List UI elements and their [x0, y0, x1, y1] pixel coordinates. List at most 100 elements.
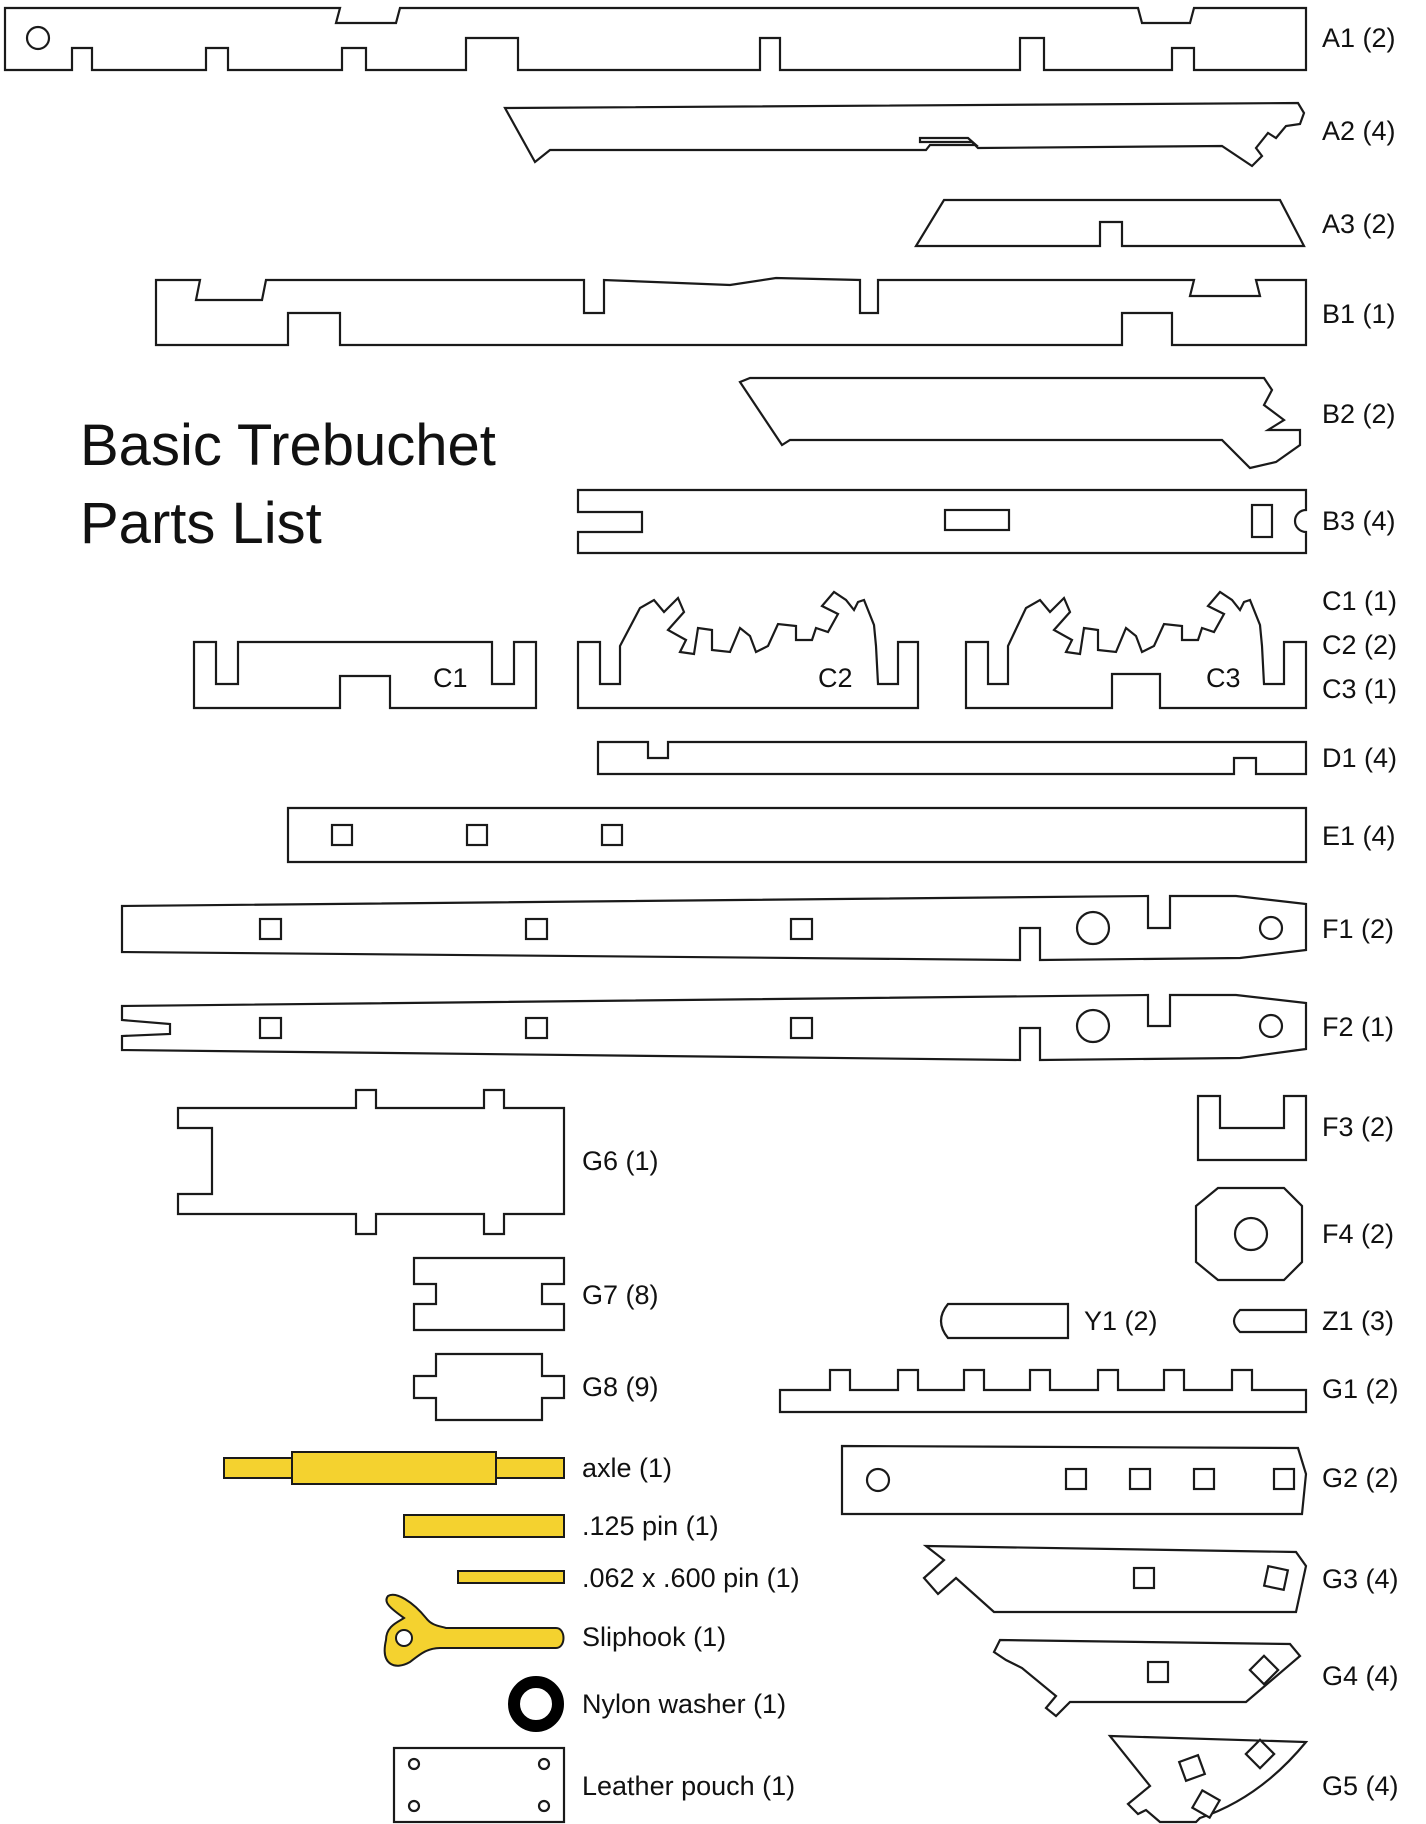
label-z1: Z1 (3) [1322, 1306, 1394, 1336]
label-b2: B2 (2) [1322, 399, 1396, 429]
square-hole [1177, 1753, 1207, 1783]
part-a3 [914, 198, 1306, 248]
center-hole [1233, 1216, 1269, 1252]
label-g8: G8 (9) [582, 1372, 659, 1402]
part-leather-pouch [392, 1746, 566, 1824]
label-b1: B1 (1) [1322, 299, 1396, 329]
part-sliphook [383, 1593, 565, 1667]
part-e1 [286, 806, 1308, 864]
title-line-1: Basic Trebuchet [80, 413, 496, 478]
label-g4: G4 (4) [1322, 1661, 1399, 1691]
label-washer: Nylon washer (1) [582, 1689, 786, 1719]
label-g5: G5 (4) [1322, 1771, 1399, 1801]
slot [943, 508, 1011, 532]
label-f2: F2 (1) [1322, 1012, 1394, 1042]
axle-hub [291, 1451, 497, 1485]
part-g2 [840, 1444, 1308, 1516]
square-hole [258, 917, 283, 941]
part-f2 [120, 993, 1308, 1062]
label-pin-062: .062 x .600 pin (1) [582, 1563, 800, 1593]
part-f4 [1194, 1186, 1304, 1282]
part-b2 [738, 376, 1302, 470]
label-pin-125: .125 pin (1) [582, 1511, 719, 1541]
label-pouch: Leather pouch (1) [582, 1771, 795, 1801]
part-y1 [939, 1302, 1070, 1340]
part-a2 [503, 101, 1306, 168]
part-g8 [412, 1352, 566, 1422]
label-c2: C2 (2) [1322, 630, 1397, 660]
label-b3: B3 (4) [1322, 506, 1396, 536]
axle-end [495, 1457, 565, 1479]
label-g3: G3 (4) [1322, 1564, 1399, 1594]
part-z1 [1232, 1308, 1308, 1334]
title-line-2: Parts List [80, 491, 322, 556]
part-g5 [1107, 1734, 1309, 1824]
part-c1: C1 [192, 640, 538, 710]
label-g7: G7 (8) [582, 1280, 659, 1310]
part-c2: C2 [576, 590, 920, 710]
part-b1 [154, 276, 1308, 347]
square-hole [465, 823, 489, 847]
axle-end [223, 1457, 293, 1479]
part-g4 [992, 1638, 1302, 1718]
cord-hole [407, 1799, 421, 1813]
part-nylon-washer [508, 1676, 564, 1732]
square-hole [1248, 1654, 1280, 1686]
square-hole [258, 1016, 283, 1040]
part-c3: C3 [964, 590, 1308, 710]
label-a3: A3 (2) [1322, 209, 1396, 239]
square-hole [1132, 1566, 1156, 1590]
hook-eye [395, 1629, 413, 1647]
label-d1: D1 (4) [1322, 743, 1397, 773]
part-axle [223, 1451, 565, 1485]
square-hole [1064, 1467, 1088, 1491]
square-hole [1192, 1467, 1216, 1491]
inner-label-c3: C3 [1206, 663, 1241, 693]
part-f1 [120, 894, 1308, 962]
part-g1 [778, 1368, 1308, 1414]
square-hole [600, 823, 624, 847]
pin-hole [1258, 915, 1284, 941]
pivot-hole [1075, 1008, 1111, 1044]
square-hole [524, 917, 549, 941]
label-g6: G6 (1) [582, 1146, 659, 1176]
cord-hole [407, 1757, 421, 1771]
square-hole [1272, 1467, 1296, 1491]
square-hole [789, 1016, 814, 1040]
part-g6 [176, 1088, 566, 1236]
pivot-hole [1075, 910, 1111, 946]
pivot-hole [25, 25, 51, 51]
square-hole [1190, 1788, 1222, 1820]
square-hole [789, 917, 814, 941]
slot [1250, 503, 1274, 539]
label-a2: A2 (4) [1322, 116, 1396, 146]
square-hole [1146, 1660, 1170, 1684]
label-g1: G1 (2) [1322, 1374, 1399, 1404]
label-f3: F3 (2) [1322, 1112, 1394, 1142]
part-g7 [412, 1256, 566, 1332]
part-a1 [3, 6, 1308, 72]
square-hole [1128, 1467, 1152, 1491]
part-g3 [922, 1544, 1308, 1614]
square-hole [524, 1016, 549, 1040]
part-pin-062 [457, 1570, 565, 1584]
square-hole [1262, 1564, 1290, 1592]
inner-label-c1: C1 [433, 663, 468, 693]
part-pin-125 [403, 1514, 565, 1538]
square-hole [330, 823, 354, 847]
label-g2: G2 (2) [1322, 1463, 1399, 1493]
label-y1: Y1 (2) [1084, 1306, 1158, 1336]
part-b3 [576, 488, 1308, 555]
pin-hole [1258, 1013, 1284, 1039]
label-f1: F1 (2) [1322, 914, 1394, 944]
label-f4: F4 (2) [1322, 1219, 1394, 1249]
part-d1 [596, 740, 1308, 776]
square-hole [1244, 1738, 1276, 1770]
label-axle: axle (1) [582, 1453, 672, 1483]
label-a1: A1 (2) [1322, 23, 1396, 53]
inner-label-c2: C2 [818, 663, 853, 693]
label-e1: E1 (4) [1322, 821, 1396, 851]
cord-hole [537, 1757, 551, 1771]
pin-hole [865, 1467, 891, 1493]
